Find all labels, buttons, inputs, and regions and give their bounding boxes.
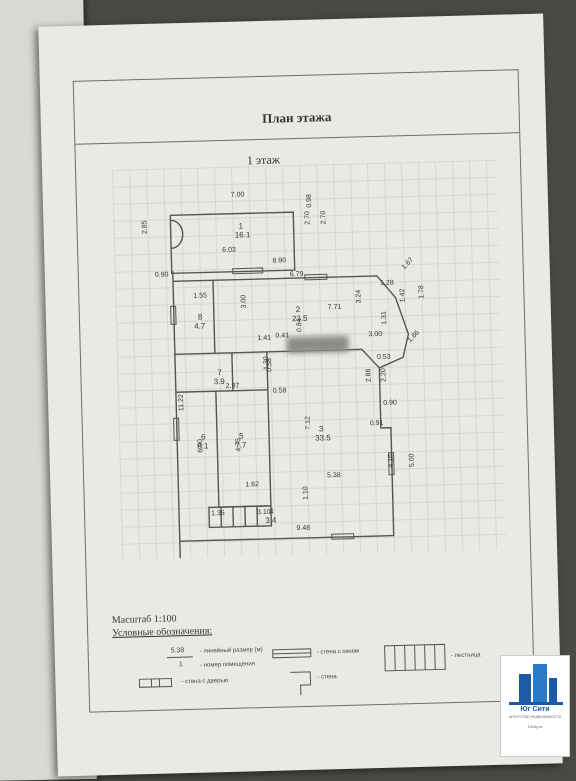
dimension-label: 0.98	[306, 194, 313, 208]
dimension-label: 0.41	[275, 332, 289, 339]
room-number: 3	[319, 424, 324, 433]
dimension-label: 3.10	[257, 509, 271, 516]
building-icon	[501, 656, 569, 706]
dimension-label: 1.41	[257, 335, 271, 342]
dimension-label: 2.85	[141, 220, 148, 234]
dimension-label: 11.22	[178, 394, 185, 411]
dimension-label: 5.38	[327, 472, 341, 479]
dimension-label: 0.84	[296, 318, 303, 332]
room-area: 3.4	[265, 516, 276, 525]
dimension-label: 1.35	[211, 510, 225, 517]
legend: 5.38 - линейный размер (м) 1 - номер пом…	[38, 14, 543, 27]
dimension-label: 7.12	[305, 416, 312, 430]
dimension-label: 2.97	[226, 383, 240, 390]
room-area: 4.7	[194, 321, 205, 330]
dimension-label: 0.91	[370, 420, 384, 427]
dimension-label: 1.78	[418, 285, 425, 299]
dimension-label: 0.53	[377, 354, 391, 361]
dimension-label: 0.90	[155, 271, 169, 278]
dimension-label: 2.70	[304, 211, 311, 225]
dimension-label: 6.79	[290, 271, 304, 278]
dimension-label: 1.55	[193, 292, 207, 299]
dimension-label: 0.58	[273, 387, 287, 394]
dimension-label: 7.00	[231, 191, 245, 198]
dimension-label: 1.62	[245, 481, 259, 488]
room-number: 7	[217, 368, 222, 377]
dimension-label: 1.31	[381, 311, 388, 325]
dimension-label: 3.00	[240, 295, 247, 309]
dimension-label: 4.75	[235, 438, 242, 452]
logo-subtitle: АГЕНТСТВО НЕДВИЖИМОСТИ	[501, 715, 569, 719]
dimension-label: 1.10	[302, 486, 309, 500]
dimension-label: 4.16	[388, 454, 395, 468]
dimension-label: 2.70	[320, 211, 327, 225]
dimension-label: 1.28	[380, 280, 394, 287]
legend-door-wall: - стена с дверью	[181, 678, 228, 685]
company-logo: Юг Сити АГЕНТСТВО НЕДВИЖИМОСТИ 19city.ru	[500, 655, 570, 757]
room-number: 1	[238, 221, 243, 230]
room-number: 2	[296, 305, 301, 314]
legend-room-number-value: 1	[179, 661, 183, 668]
room-number: 8	[198, 313, 203, 322]
dimension-label: 3.00	[368, 331, 382, 338]
room-area: 33.5	[315, 433, 331, 442]
dimension-label: 7.71	[328, 304, 342, 311]
dimension-label: 2.20	[380, 368, 387, 382]
dimension-label: 1.42	[399, 289, 406, 303]
dimension-label: 2.86	[365, 368, 372, 382]
dimension-label: 6.03	[222, 247, 236, 254]
legend-wall: - стена	[317, 674, 336, 681]
dimension-label: 9.48	[296, 525, 310, 532]
document-page: План этажа 1 этаж	[38, 14, 562, 777]
legend-stairs: - лестница	[451, 652, 481, 659]
room-area: 16.1	[235, 230, 251, 239]
logo-url: 19city.ru	[501, 724, 569, 729]
logo-name: Юг Сити	[501, 706, 569, 713]
dimension-label: 5.00	[409, 453, 416, 467]
dimension-label: 6.00	[197, 439, 204, 453]
dimension-label: 0.58	[266, 358, 273, 372]
legend-window-wall: - стена с окном	[317, 649, 360, 656]
dimension-label: 0.90	[383, 399, 397, 406]
legend-symbols	[38, 14, 562, 777]
room-area: 3.9	[214, 377, 225, 386]
dimension-label: 3.24	[355, 290, 362, 304]
dimension-label: 8.90	[272, 257, 286, 264]
legend-dimension-value: 5.38	[171, 647, 185, 654]
